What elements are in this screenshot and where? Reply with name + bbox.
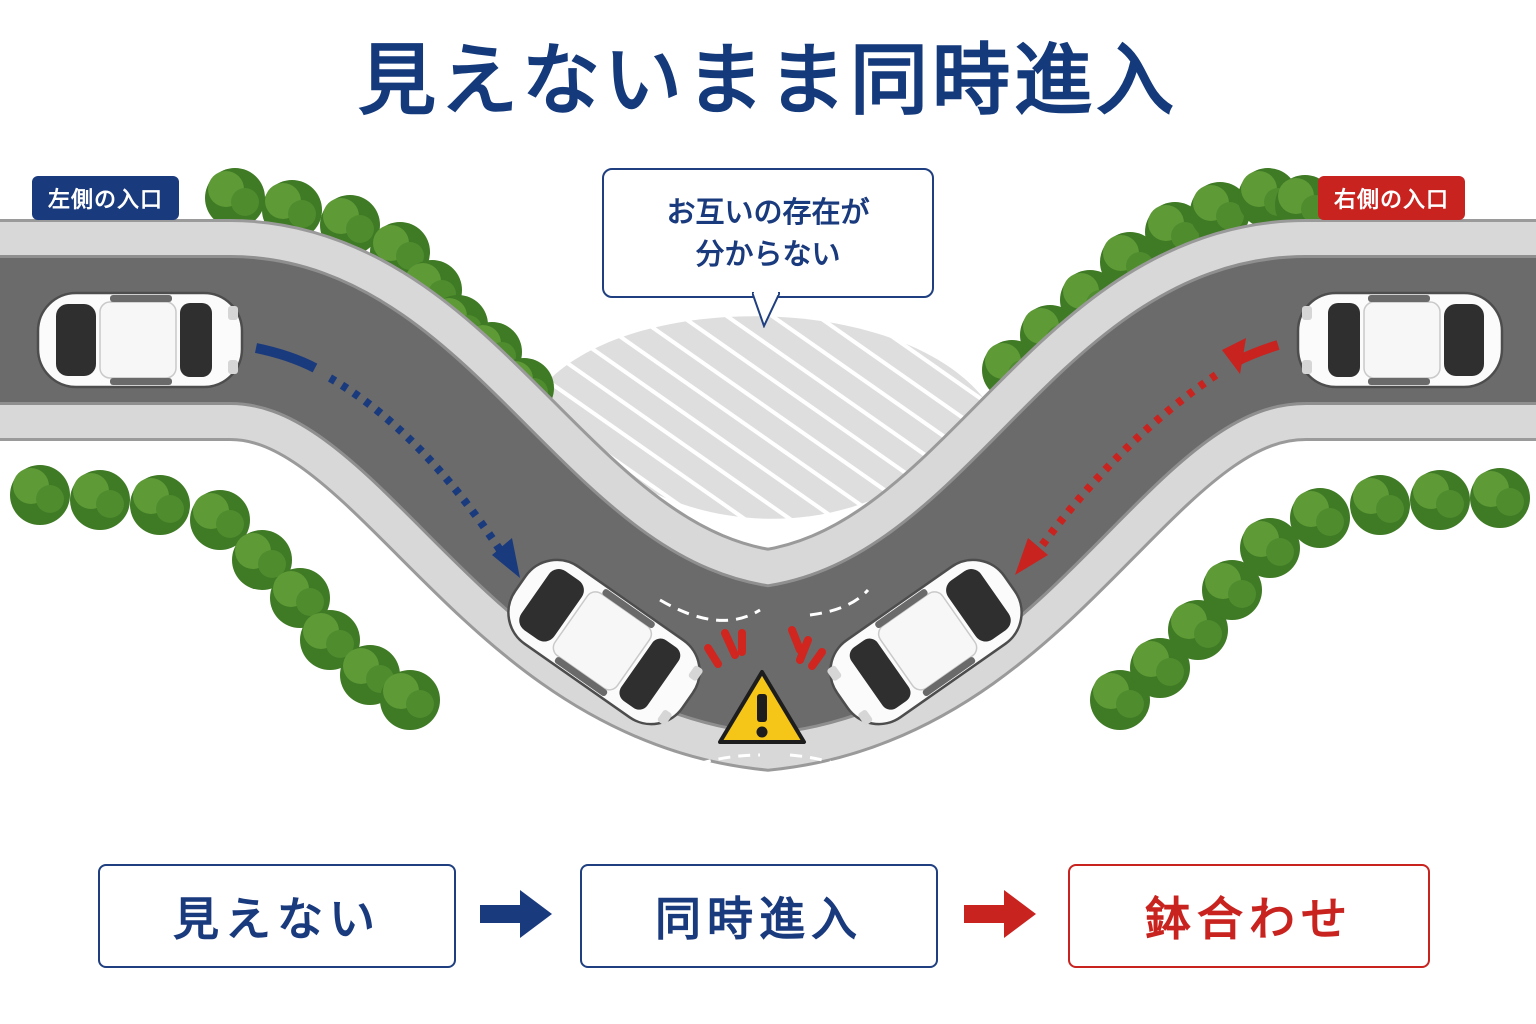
right-car-path-arrow: [1015, 338, 1280, 575]
arrow-right-icon: [964, 890, 1036, 938]
arrow-right-icon: [480, 890, 552, 938]
road-scene: [0, 168, 1536, 772]
car-left-entrance: [36, 291, 244, 389]
speech-bubble-tail: [752, 292, 780, 328]
car-right-entrance: [1296, 291, 1504, 389]
impact-marks: [704, 626, 826, 670]
flow-step-1: 見えない: [98, 864, 456, 968]
junction-markings: [659, 588, 870, 772]
right-entrance-label: 右側の入口: [1318, 176, 1466, 220]
flow-step-3: 鉢合わせ: [1068, 864, 1430, 968]
left-car-path-arrow: [254, 343, 520, 578]
road: [0, 219, 1536, 772]
bubble-line-1: お互いの存在が: [666, 194, 870, 229]
flow-step-2: 同時進入: [580, 864, 938, 968]
bubble-line-2: 分からない: [695, 237, 841, 271]
left-entrance-label: 左側の入口: [32, 176, 180, 220]
page-title: 見えないまま同時進入: [357, 36, 1178, 126]
speech-bubble: お互いの存在が 分からない: [602, 168, 934, 298]
warning-triangle-icon: [718, 670, 806, 744]
blind-zone: [540, 316, 985, 519]
